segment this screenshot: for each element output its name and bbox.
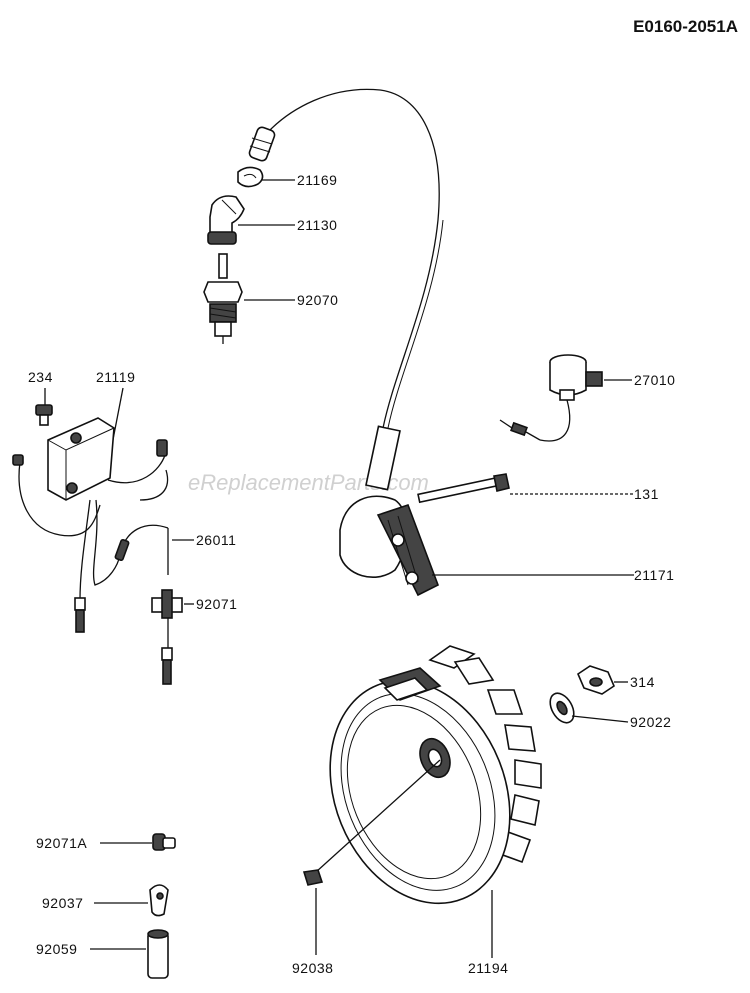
- label-27010: 27010: [634, 372, 675, 388]
- label-92059: 92059: [36, 941, 77, 957]
- label-92022: 92022: [630, 714, 671, 730]
- wire-harness: [18, 461, 101, 537]
- part-21169[interactable]: [237, 166, 264, 188]
- part-92059[interactable]: [147, 929, 169, 979]
- part-92037[interactable]: [149, 884, 169, 917]
- label-21119: 21119: [96, 369, 135, 385]
- part-27010[interactable]: [499, 354, 603, 442]
- part-131[interactable]: [417, 473, 510, 504]
- part-92038[interactable]: [302, 869, 324, 886]
- label-26011: 26011: [196, 532, 236, 548]
- part-92071A[interactable]: [152, 833, 176, 851]
- lead-terminal: [248, 126, 276, 162]
- diagram-code: E0160-2051A: [633, 17, 738, 36]
- label-92071A: 92071A: [36, 835, 87, 851]
- label-92071: 92071: [196, 596, 237, 612]
- part-21119[interactable]: [47, 417, 115, 501]
- part-92071[interactable]: [151, 589, 183, 685]
- part-92070[interactable]: [203, 253, 243, 344]
- part-21171[interactable]: [339, 425, 440, 597]
- part-234[interactable]: [35, 404, 53, 426]
- part-314[interactable]: [577, 665, 615, 695]
- label-21130: 21130: [297, 217, 337, 233]
- part-21130[interactable]: [207, 195, 245, 245]
- label-92070: 92070: [297, 292, 338, 308]
- label-131: 131: [634, 486, 659, 502]
- label-21171: 21171: [634, 567, 674, 583]
- part-26011[interactable]: [114, 524, 169, 575]
- label-314: 314: [630, 674, 655, 690]
- label-234: 234: [28, 369, 53, 385]
- part-21194[interactable]: [298, 645, 542, 930]
- ht-lead: [269, 88, 440, 429]
- label-21169: 21169: [297, 172, 337, 188]
- label-21194: 21194: [468, 960, 508, 976]
- part-92022[interactable]: [545, 689, 578, 727]
- watermark: eReplacementParts.com: [188, 470, 429, 495]
- label-92037: 92037: [42, 895, 83, 911]
- label-92038: 92038: [292, 960, 333, 976]
